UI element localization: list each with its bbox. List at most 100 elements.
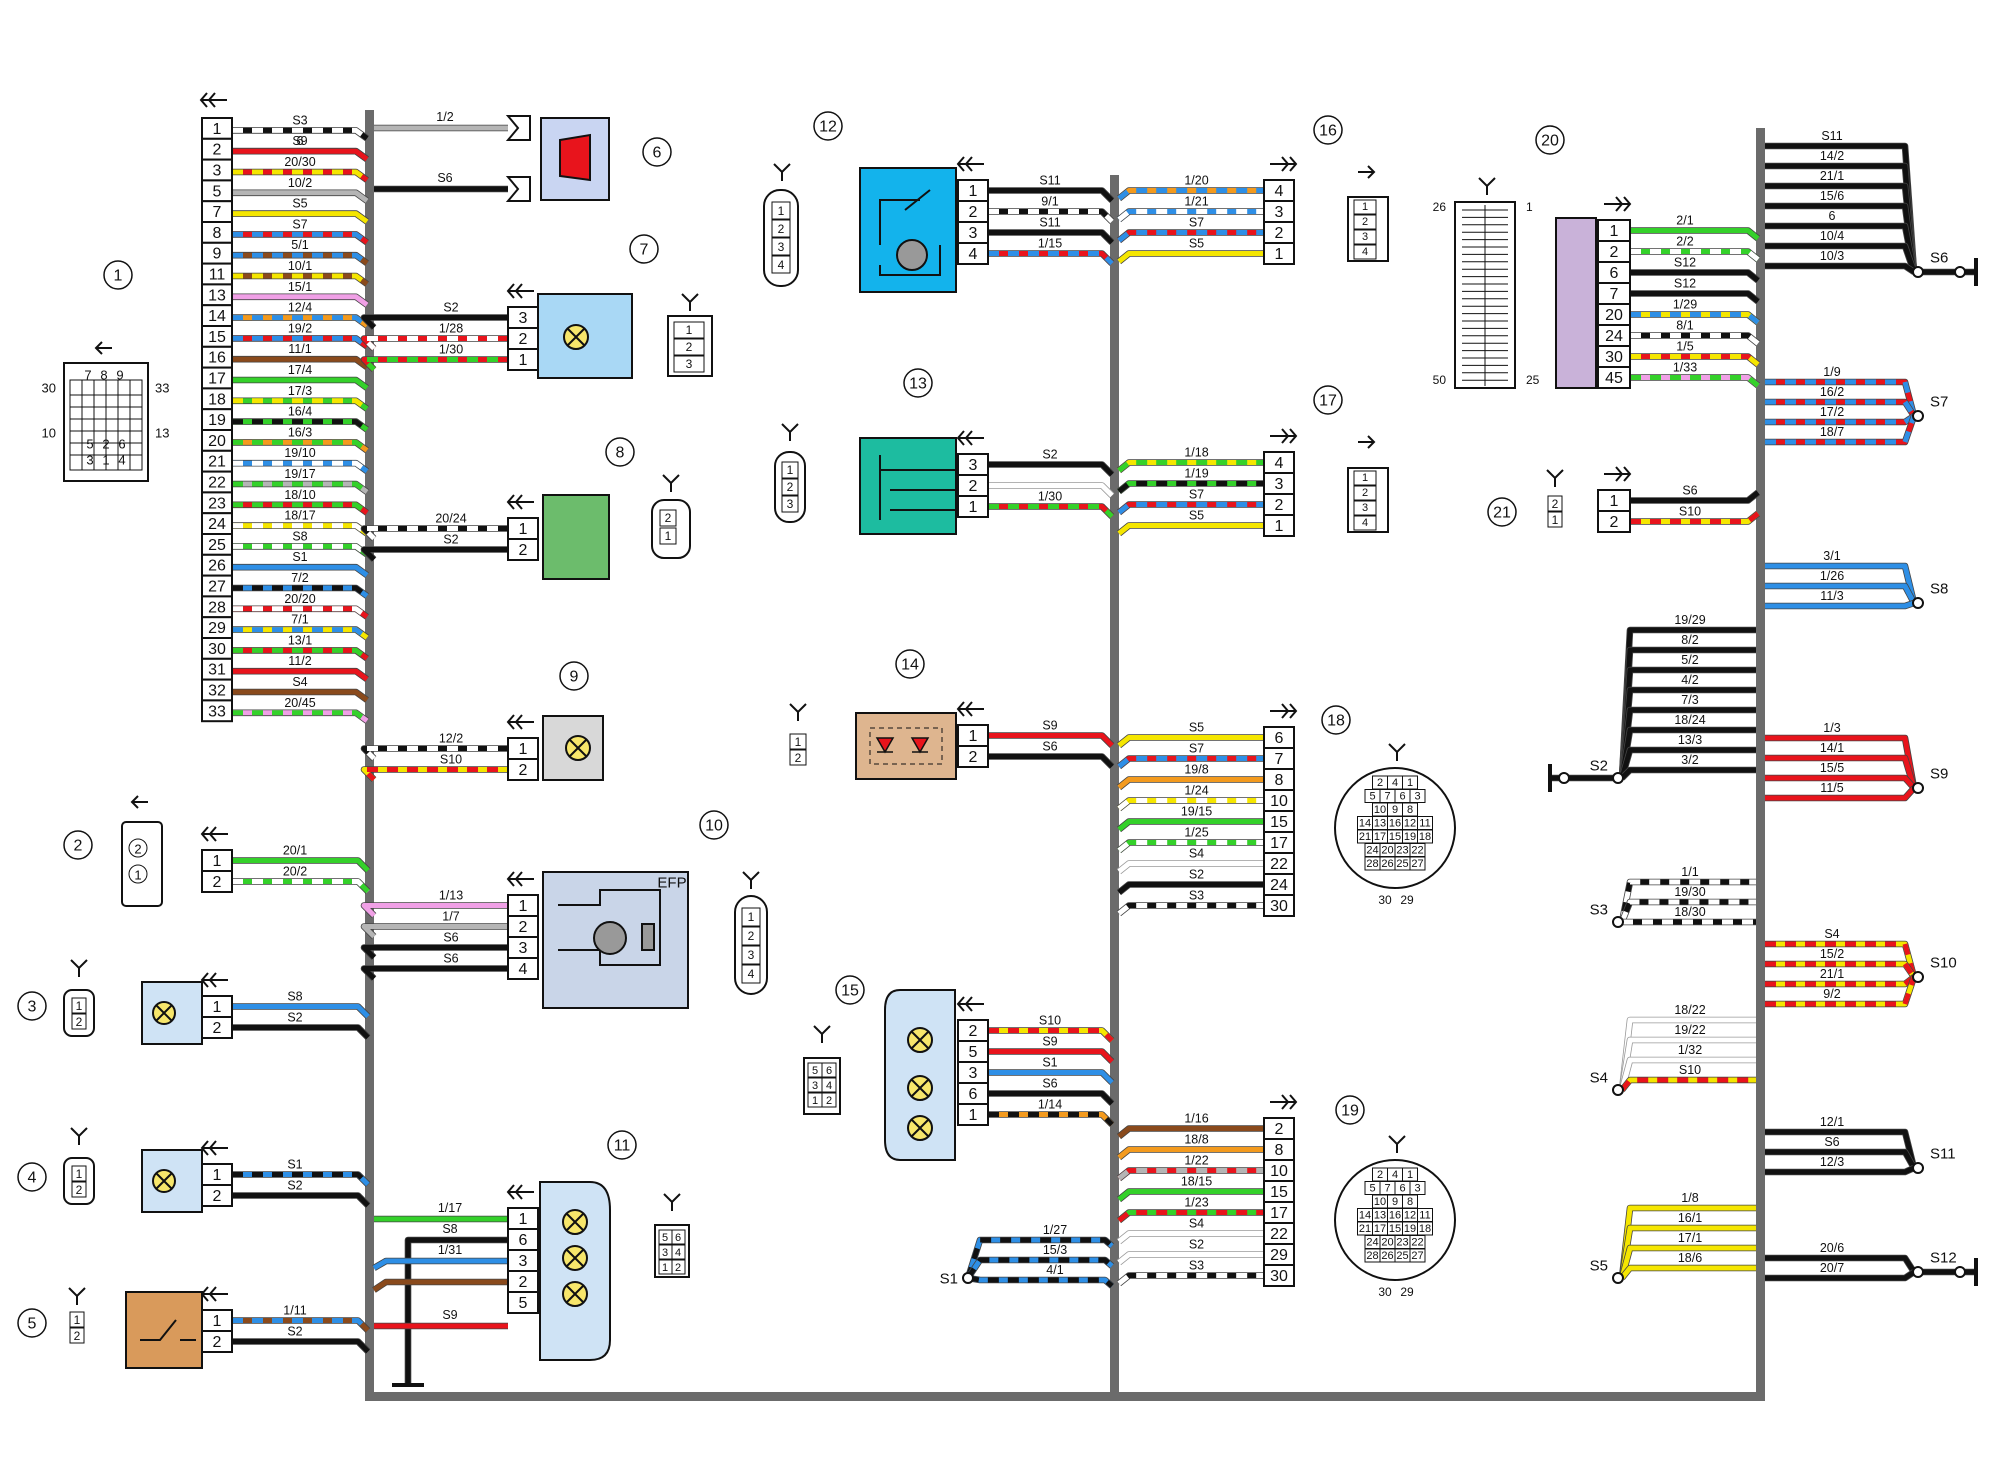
splice-S7-wire-3-stripe	[1765, 415, 1917, 445]
wire-label: 20/24	[435, 512, 466, 526]
face-pin: 9	[1392, 804, 1398, 816]
face-pin: 2	[675, 1262, 681, 1274]
wire-label: S6	[1824, 1135, 1839, 1149]
wire-label: S3	[292, 113, 307, 127]
wire-label: 15/5	[1820, 761, 1844, 775]
face-cell	[1547, 511, 1563, 528]
conn1-wire-18-stripe	[232, 481, 369, 495]
face-pin: 16	[1389, 818, 1401, 830]
pin-number: 1	[1610, 493, 1619, 510]
conn14-wire-0	[988, 733, 1114, 748]
conn17-wire-2-stripe	[1117, 502, 1264, 515]
wire-label: 1/11	[283, 1304, 306, 1318]
component-2-body	[121, 821, 163, 907]
wire-label: 10/2	[288, 176, 312, 190]
face-pin: 21	[1359, 1223, 1371, 1235]
component-number-circle	[1321, 705, 1351, 735]
component-number: 14	[901, 657, 919, 674]
face-pin: 15	[1389, 1223, 1401, 1235]
conn18-wire-3-stripe	[1117, 798, 1264, 811]
splice-node	[1912, 782, 1924, 794]
wire-label: 8/2	[1681, 633, 1698, 647]
pin-cell	[957, 495, 989, 518]
component-7-body	[537, 293, 633, 379]
splice-node	[1912, 971, 1924, 983]
conn9-wire-1-stripe	[361, 767, 538, 782]
wire-label: 11/1	[288, 342, 311, 356]
face-cell	[673, 338, 705, 356]
face-cell	[659, 527, 677, 545]
y-shape	[789, 703, 807, 721]
splice-S3-wire-1-stripe	[1619, 899, 1756, 923]
component-number: 9	[570, 669, 579, 686]
conn1-wire-26-stripe	[232, 647, 369, 661]
pin-number: 3	[213, 163, 222, 180]
round-connector-face	[1334, 1159, 1456, 1281]
face-pin: 16	[1389, 1210, 1401, 1222]
pin-number: 33	[208, 703, 226, 720]
wire-label: 15/1	[288, 280, 312, 294]
pin-number: 24	[1605, 328, 1623, 345]
pin-cell	[1597, 366, 1631, 389]
pin-number: 15	[208, 329, 226, 346]
conn15-wire-1	[988, 1049, 1114, 1064]
connector-type-icon	[1546, 469, 1564, 487]
wire-label: S1	[287, 1158, 302, 1172]
face-cell	[821, 1092, 837, 1108]
pin-number: 22	[1270, 1226, 1288, 1243]
y-shape	[1388, 743, 1406, 761]
pin-number: 8	[1275, 772, 1284, 789]
face-pin: 25	[1526, 373, 1540, 387]
face-pin: 6	[1399, 1183, 1405, 1195]
ground-eyelet	[1558, 772, 1570, 784]
pin-number: 5	[213, 183, 222, 200]
pin-number: 2	[519, 331, 528, 348]
face-pin: 29	[1400, 893, 1414, 907]
pin-number: 3	[1275, 204, 1284, 221]
wire-label: 20/30	[284, 155, 315, 169]
pin-number: 6	[519, 1232, 528, 1249]
pin-number: 5	[519, 1295, 528, 1312]
wire-label: 12/1	[1820, 1115, 1844, 1129]
face-pin: 2	[748, 929, 755, 943]
pin-number: 1	[213, 999, 222, 1016]
face-cell	[71, 1181, 87, 1198]
wire-label: S1	[1042, 1056, 1057, 1070]
double-chevron	[1270, 156, 1298, 172]
pin-number: 2	[213, 1188, 222, 1205]
pin-cell	[957, 745, 989, 768]
wire-label: 1/31	[438, 1243, 462, 1257]
splice-label: S7	[1930, 394, 1948, 411]
face-cell	[671, 1229, 686, 1245]
pin-number: 22	[208, 475, 226, 492]
conn20-wire-0	[1630, 228, 1760, 241]
relay-contacts-icon	[879, 189, 941, 276]
direction-arrow-icon	[200, 826, 228, 842]
pin-number: 2	[1275, 1121, 1284, 1138]
pin-number: 17	[208, 371, 226, 388]
face-pin: 3	[812, 1080, 818, 1092]
conn20-wire-3	[1630, 291, 1760, 304]
conn10-wire-0	[361, 903, 538, 918]
conn11-wire-2	[372, 1258, 508, 1271]
double-chevron	[506, 871, 534, 887]
pin-number: 2	[213, 142, 222, 159]
component-number-circle	[1313, 115, 1343, 145]
pin-number: 3	[519, 1253, 528, 1270]
wire-label: 1/7	[442, 910, 459, 924]
pin-number: 11	[209, 267, 226, 284]
wire-label: S12	[1674, 277, 1696, 291]
face-pin: 17	[1374, 831, 1386, 843]
wire-label: 17/1	[1678, 1231, 1702, 1245]
component-number-circle	[629, 234, 659, 264]
face-pin: 23	[1396, 845, 1408, 857]
wire-label: 12/2	[439, 732, 463, 746]
face-pin: 2	[826, 1095, 832, 1107]
direction-arrow-icon	[1270, 1094, 1298, 1110]
component-number: 6	[653, 145, 662, 162]
pin-number: 2	[1610, 244, 1619, 261]
wire-label: S6	[1042, 740, 1057, 754]
connector-type-icon	[662, 474, 680, 492]
wire-label: 1/23	[1184, 1196, 1208, 1210]
wire-label: 1/20	[1184, 174, 1208, 188]
